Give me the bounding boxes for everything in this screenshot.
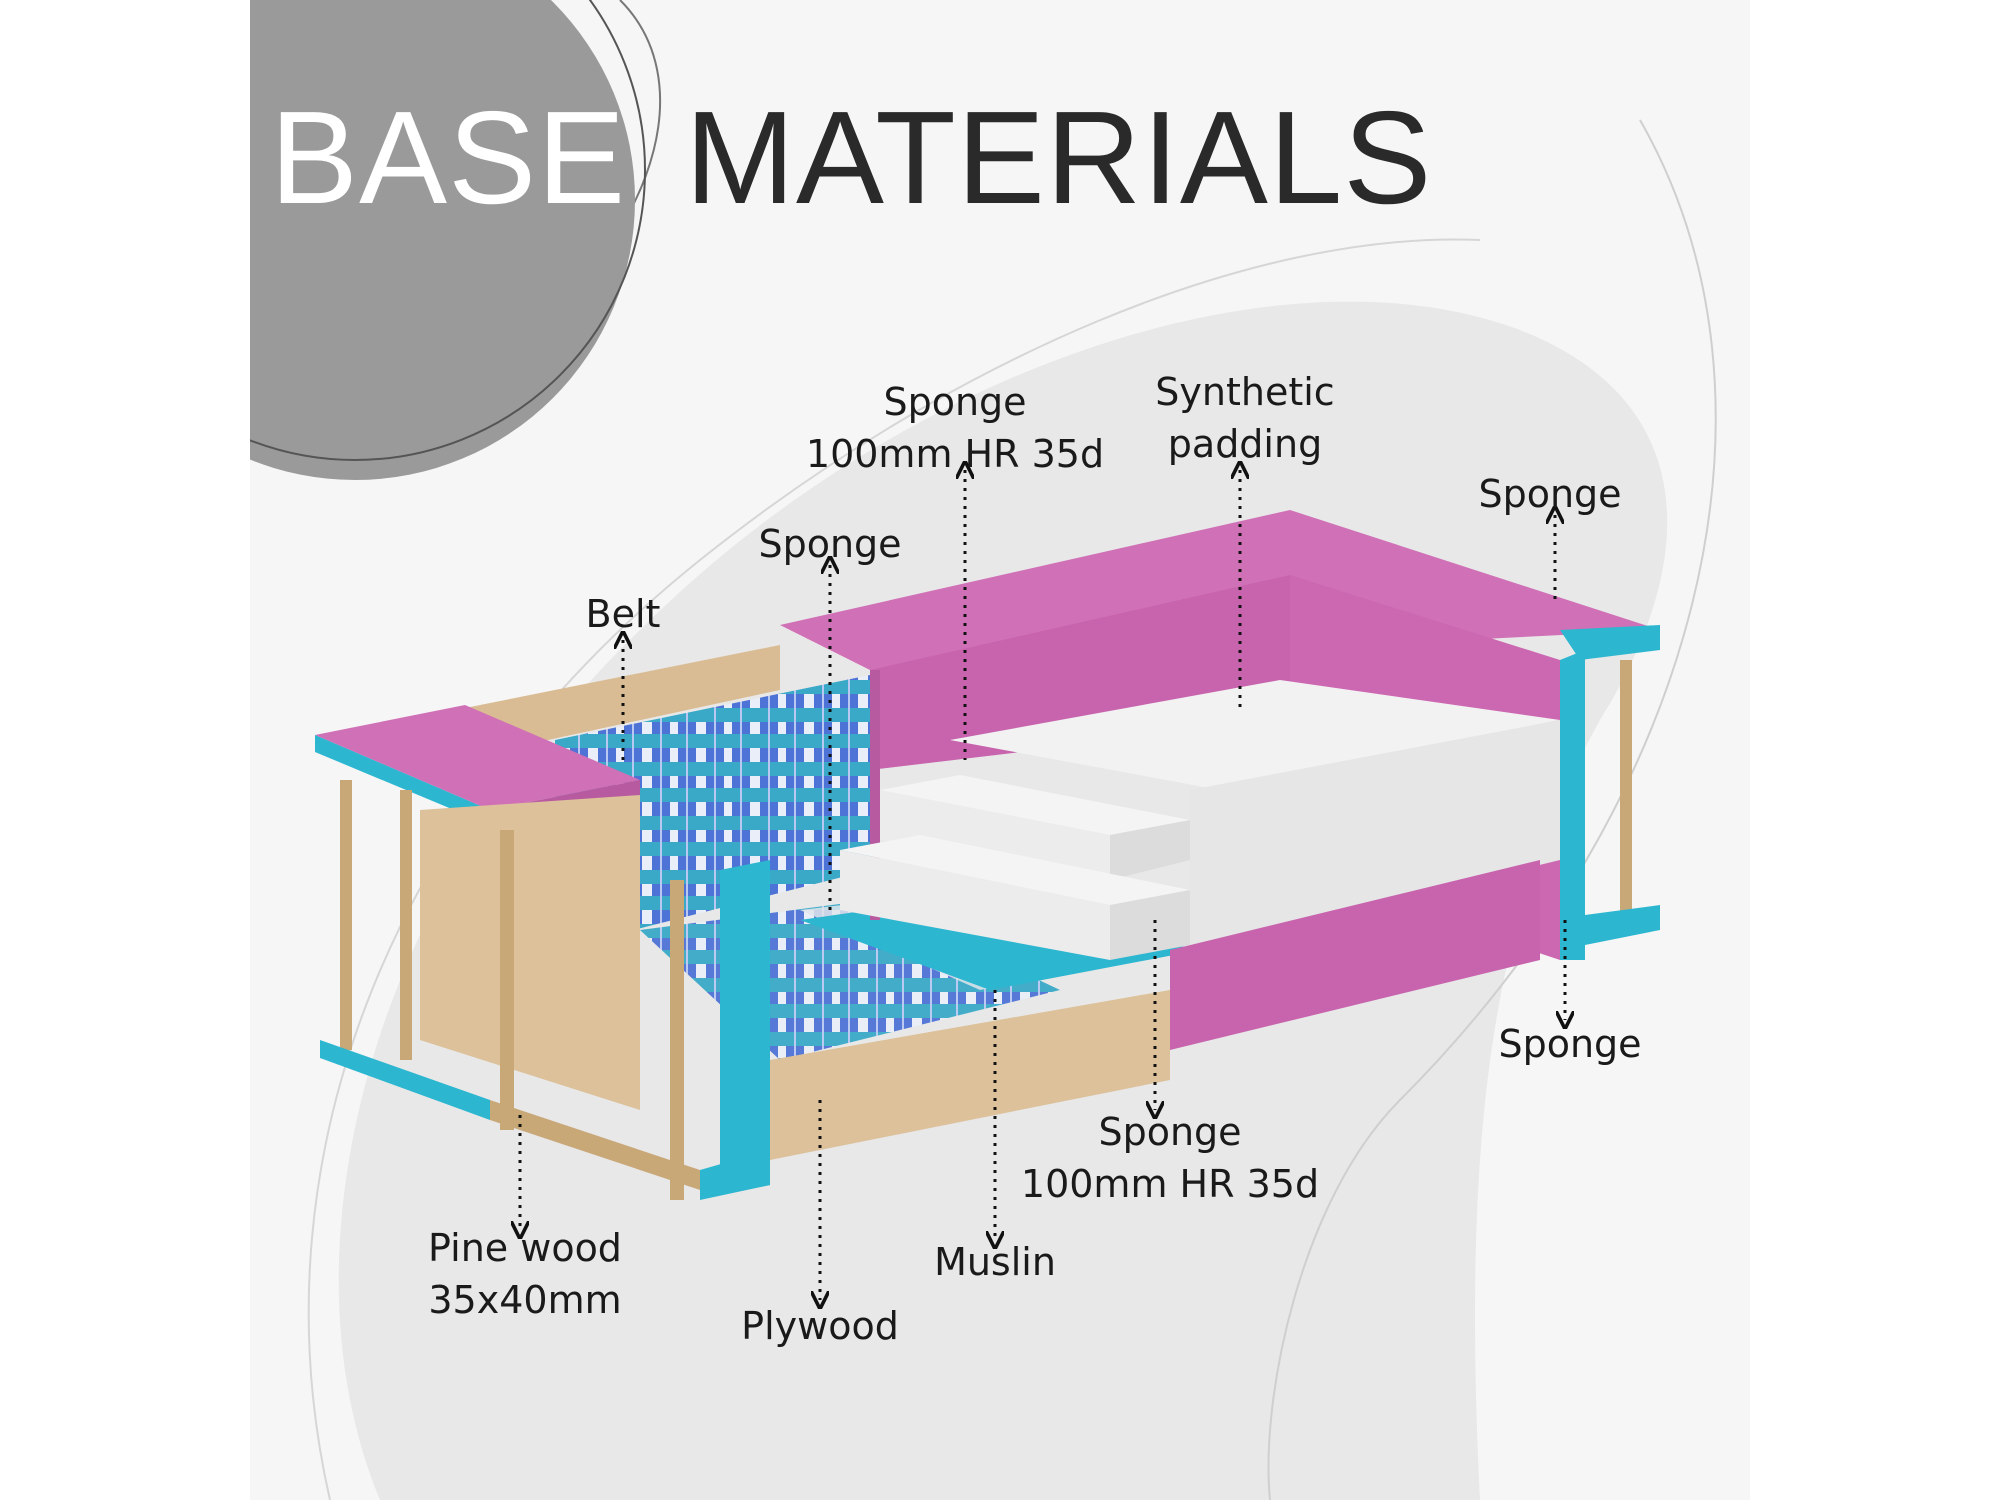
seat-sponge-upper-top (880, 775, 1190, 835)
seat-sponge-lower-side (1110, 890, 1190, 960)
label-sponge-top: Sponge 100mm HR 35d (806, 376, 1104, 480)
sofa-illustration (315, 510, 1660, 1200)
seat-sponge-lower-front (840, 850, 1110, 960)
label-sponge-top-line1: Sponge (883, 380, 1027, 424)
left-arm-post-1 (340, 780, 352, 1050)
label-synthetic-line2: padding (1167, 422, 1323, 466)
front-base-sponge (1170, 860, 1540, 1050)
label-synthetic-padding: Synthetic padding (1155, 366, 1334, 470)
left-arm-inner-panel (420, 795, 640, 1110)
title-word-materials: MATERIALS (685, 84, 1433, 231)
label-sponge-top-line2: 100mm HR 35d (805, 432, 1105, 476)
label-synthetic-line1: Synthetic (1155, 370, 1335, 414)
callout-arrows (520, 470, 1565, 1300)
left-arm-front-teal-foot (700, 1150, 770, 1200)
back-top-rail (455, 645, 780, 760)
label-plywood: Plywood (741, 1304, 899, 1348)
left-arm-front-teal (720, 860, 770, 1195)
plywood-front-panel (770, 990, 1170, 1160)
label-pine-line1: Pine wood (428, 1226, 622, 1270)
label-sponge-left: Sponge (758, 522, 902, 566)
right-arm-teal-bottom (1585, 905, 1660, 945)
left-arm-teal-bottom (320, 1040, 490, 1120)
seat-sponge-lower-top (840, 835, 1190, 905)
left-margin (0, 0, 250, 1500)
right-arm-post (1620, 660, 1632, 930)
synthetic-padding-front (1190, 720, 1560, 950)
seat-teal-base (800, 900, 1200, 990)
left-arm-post-4 (670, 880, 684, 1200)
label-sponge-right-top: Sponge (1478, 472, 1622, 516)
left-arm-sponge-top (315, 705, 640, 810)
label-sponge-bottom-line1: Sponge (1098, 1110, 1242, 1154)
synthetic-padding-top (950, 680, 1560, 790)
left-arm-post-2 (400, 790, 412, 1060)
seat-sponge-upper-front (880, 790, 1110, 880)
label-muslin: Muslin (934, 1240, 1056, 1284)
label-sponge-bottom: Sponge 100mm HR 35d (1021, 1106, 1319, 1210)
label-sponge-right-bottom: Sponge (1498, 1022, 1642, 1066)
decor-curve-left (307, 238, 1481, 1500)
label-sponge-bottom-line2: 100mm HR 35d (1020, 1162, 1320, 1206)
left-arm-bottom-rail (490, 1100, 700, 1190)
right-arm-teal-side (1560, 650, 1585, 960)
label-belt: Belt (585, 592, 661, 636)
left-arm-teal-top (315, 735, 490, 825)
label-pine-wood: Pine wood 35x40mm (428, 1222, 622, 1326)
left-arm-post-3 (500, 830, 514, 1130)
title-word-base: BASE (270, 84, 627, 231)
label-pine-line2: 35x40mm (428, 1278, 622, 1322)
seat-sponge-upper-side (1110, 820, 1190, 880)
